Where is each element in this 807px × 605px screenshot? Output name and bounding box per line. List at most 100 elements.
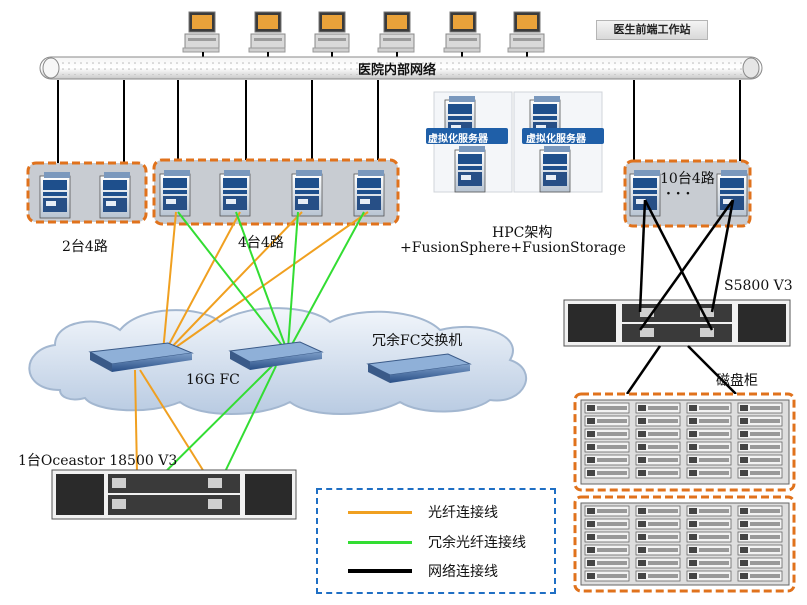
- oceastor-storage-array: [51, 469, 297, 520]
- virtualization-server-label: 虚拟化服务器: [428, 134, 488, 145]
- disk-drive: [686, 402, 732, 414]
- disk-drive: [584, 544, 630, 556]
- disk-drive: [737, 570, 783, 582]
- pc-icon: [443, 11, 481, 53]
- disk-drive: [686, 428, 732, 440]
- disk-drive: [686, 454, 732, 466]
- disk-drive: [737, 467, 783, 479]
- disk-drive: [737, 402, 783, 414]
- disk-drive: [686, 518, 732, 530]
- disk-drive: [635, 441, 681, 453]
- oceastor-label: 1台Oceastor 18500 V3: [18, 453, 178, 469]
- network-cables: [57, 80, 741, 163]
- disk-drive: [686, 505, 732, 517]
- pc-icon: [248, 11, 286, 53]
- server-icon: [353, 169, 385, 217]
- disk-cabinet: [573, 392, 796, 492]
- disk-drive: [584, 415, 630, 427]
- server-icon: [291, 169, 323, 217]
- disk-drive: [686, 441, 732, 453]
- disk-drive: [584, 467, 630, 479]
- fc-speed-label: 16G FC: [186, 372, 240, 388]
- disk-drive: [737, 531, 783, 543]
- disk-drive: [737, 441, 783, 453]
- disk-drive: [584, 570, 630, 582]
- fiber-links: [134, 211, 369, 476]
- disk-drive: [635, 505, 681, 517]
- server-icon: [219, 169, 251, 217]
- disk-drive: [737, 454, 783, 466]
- disk-drive: [737, 544, 783, 556]
- disk-drive: [686, 544, 732, 556]
- hpc-title: HPC架构: [492, 225, 553, 241]
- network-label: 医院内部网络: [358, 63, 437, 78]
- legend-label-redundant: 冗余光纤连接线: [428, 535, 526, 551]
- pc-icon: [507, 11, 545, 53]
- fc-switch-label: 冗余FC交换机: [372, 333, 463, 349]
- disk-drive: [635, 557, 681, 569]
- disk-drive: [584, 441, 630, 453]
- disk-drive: [584, 428, 630, 440]
- disk-drive: [635, 467, 681, 479]
- virtualization-server-1: [426, 91, 513, 193]
- disk-drive: [635, 518, 681, 530]
- disk-drive: [635, 544, 681, 556]
- legend-swatch-fiber: [348, 511, 412, 514]
- fc-switch: [228, 341, 324, 370]
- group-middle-label: 4台4路: [238, 235, 284, 251]
- group-right-dots: · · ·: [666, 186, 691, 202]
- server-group-right: [623, 159, 752, 228]
- fc-switch: [366, 353, 472, 383]
- server-group-middle: [152, 158, 400, 226]
- virtualization-server-2: [513, 91, 604, 193]
- storage-network-links: [625, 199, 737, 395]
- legend-swatch-network: [348, 569, 412, 573]
- disk-drive: [584, 505, 630, 517]
- disk-drive: [635, 531, 681, 543]
- workstation-label: 医生前端工作站: [596, 20, 708, 40]
- group-right-label: 10台4路: [660, 171, 715, 187]
- legend-label-network: 网络连接线: [428, 564, 498, 580]
- disk-drive: [584, 454, 630, 466]
- server-icon: [159, 169, 191, 217]
- disk-drive: [737, 428, 783, 440]
- disk-drive: [635, 415, 681, 427]
- network-bus: [39, 56, 763, 80]
- disk-drive: [737, 518, 783, 530]
- server-icon: [99, 171, 131, 219]
- disk-drive: [737, 415, 783, 427]
- s5800-label: S5800 V3: [724, 278, 793, 294]
- workstation-icons: [182, 11, 545, 53]
- disk-drive: [635, 428, 681, 440]
- disk-drive: [635, 454, 681, 466]
- pc-icon: [377, 11, 415, 53]
- disk-drive: [737, 505, 783, 517]
- pc-icon: [312, 11, 350, 53]
- legend-swatch-redundant: [348, 541, 412, 544]
- disk-drive: [584, 557, 630, 569]
- legend: 光纤连接线 冗余光纤连接线 网络连接线: [316, 488, 556, 594]
- server-group-left: [26, 161, 148, 224]
- disk-drive: [584, 402, 630, 414]
- disk-drive: [635, 570, 681, 582]
- disk-drive: [686, 557, 732, 569]
- pc-icon: [182, 11, 220, 53]
- disk-cabinet-label: 磁盘柜: [716, 373, 758, 389]
- disk-drive: [584, 518, 630, 530]
- hpc-subtitle: +FusionSphere+FusionStorage: [400, 240, 626, 256]
- disk-drive: [686, 570, 732, 582]
- disk-drive: [584, 531, 630, 543]
- disk-drive: [635, 402, 681, 414]
- virtualization-server-label: 虚拟化服务器: [526, 134, 586, 145]
- disk-drive: [686, 531, 732, 543]
- s5800-storage-array: [563, 299, 791, 347]
- disk-drive: [686, 415, 732, 427]
- disk-cabinet: [573, 495, 796, 593]
- disk-drive: [737, 557, 783, 569]
- disk-drive: [686, 467, 732, 479]
- fc-switch: [88, 342, 194, 372]
- server-icon: [39, 171, 71, 219]
- group-left-label: 2台4路: [62, 239, 108, 255]
- legend-label-fiber: 光纤连接线: [428, 505, 498, 521]
